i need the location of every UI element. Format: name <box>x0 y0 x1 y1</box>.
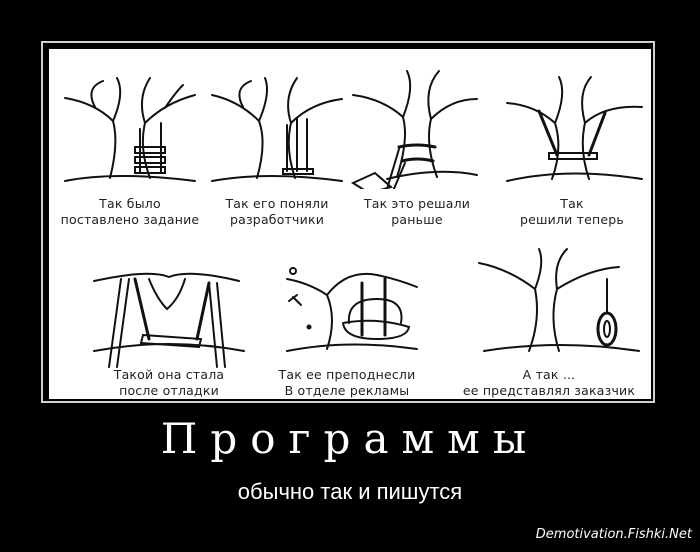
caption-before-line1: Так это решали <box>363 196 471 211</box>
tree-tire-swing-illustration-icon <box>478 248 640 352</box>
poster-title: Программы <box>160 414 540 463</box>
caption-now-line1: Так <box>560 196 584 211</box>
tree-triple-swing-illustration-icon <box>211 77 343 182</box>
poster-frame-border <box>41 41 655 403</box>
caption-customer-line1: А так ... <box>522 367 576 382</box>
caption-customer-line2: ее представлял заказчик <box>462 383 636 398</box>
caption-task-line2: поставлено задание <box>60 212 200 227</box>
tree-tied-swing-illustration-icon <box>350 70 478 189</box>
tree-propped-swing-illustration-icon <box>93 272 245 368</box>
tree-trunk-seat-illustration-icon <box>506 76 643 182</box>
panel-debug: Такой она стала после отладки <box>89 239 249 399</box>
caption-developers-line1: Так его поняли <box>225 196 329 211</box>
caption-debug-line2: после отладки <box>119 383 219 398</box>
panel-task: Так было поставлено задание <box>55 63 205 233</box>
caption-now-line2: решили теперь <box>519 212 624 227</box>
caption-before-line2: раньше <box>391 212 443 227</box>
caption-debug-line1: Такой она стала <box>113 367 225 382</box>
poster-subtitle: обычно так и пишутся <box>237 479 463 504</box>
caption-task-line1: Так было <box>99 196 161 211</box>
panel-customer: А так ... ее представлял заказчик <box>449 239 649 399</box>
watermark-text: Demotivation.Fishki.Net <box>535 527 692 542</box>
caption-developers-line2: разработчики <box>229 212 325 227</box>
caption-marketing-line1: Так ее преподнесли <box>278 367 416 382</box>
tree-armchair-swing-illustration-icon <box>286 267 418 352</box>
panel-before: Так это решали раньше <box>347 59 487 233</box>
panel-developers: Так его поняли разработчики <box>207 63 347 233</box>
poster-image: Так было поставлено задание Так его поня… <box>49 49 651 399</box>
tree-swing-illustration-icon <box>64 77 196 182</box>
panel-now: Так решили теперь <box>497 59 647 233</box>
panel-marketing: Так ее преподнесли В отделе рекламы <box>267 239 427 399</box>
caption-marketing-line2: В отделе рекламы <box>284 383 410 398</box>
